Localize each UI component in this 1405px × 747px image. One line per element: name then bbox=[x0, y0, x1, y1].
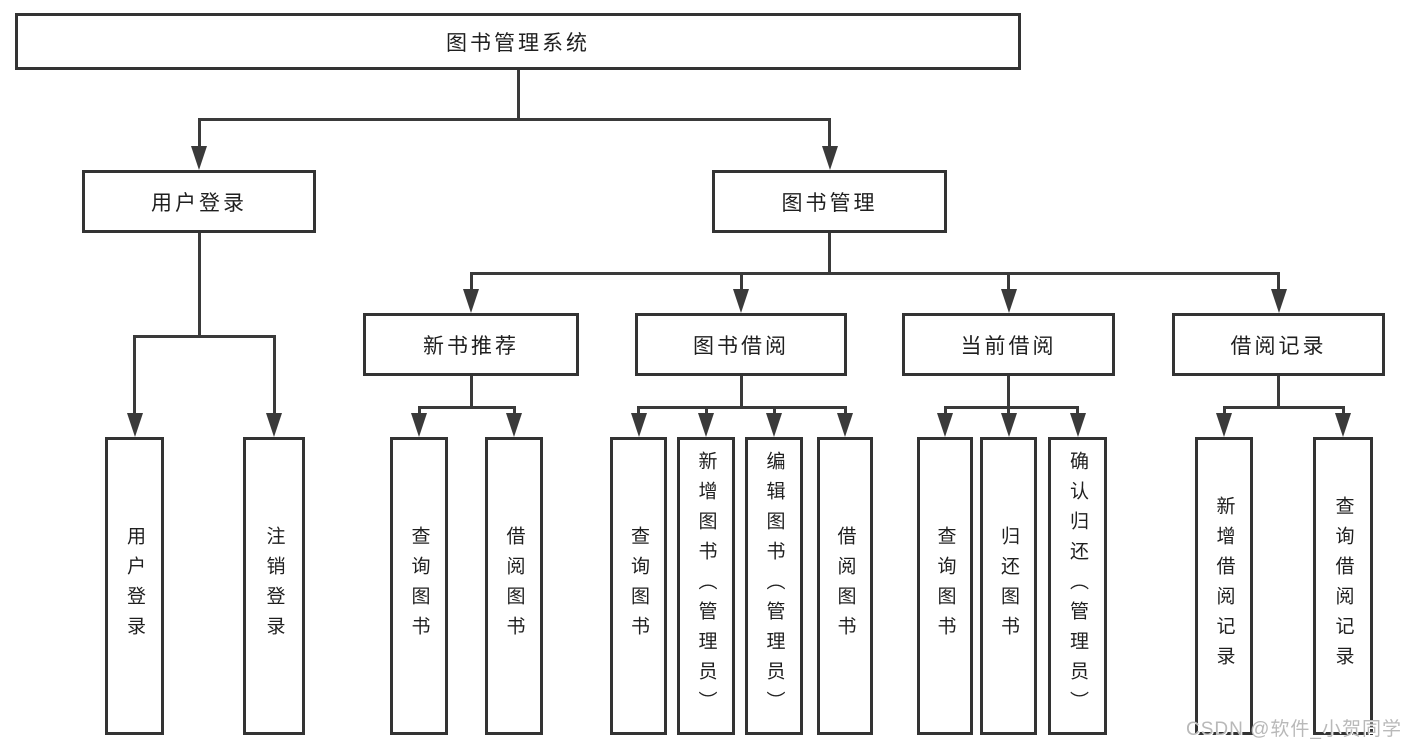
connector-arrowhead-down-icon bbox=[266, 413, 282, 437]
connector-line bbox=[1007, 406, 1010, 415]
diagram-node-user-login: 用户登录 bbox=[82, 170, 316, 233]
connector-line bbox=[943, 406, 947, 415]
connector-arrowhead-down-icon bbox=[937, 413, 953, 437]
diagram-node-cb-confirm-return: 确认归还（管理员） bbox=[1048, 437, 1107, 735]
connector-line bbox=[843, 406, 847, 415]
connector-line bbox=[704, 406, 708, 415]
connector-line bbox=[1076, 406, 1079, 415]
connector-line bbox=[272, 335, 276, 415]
diagram-node-br-add-record: 新增借阅记录 bbox=[1195, 437, 1253, 735]
diagram-node-nb-borrow-book: 借阅图书 bbox=[485, 437, 543, 735]
connector-arrowhead-down-icon bbox=[1270, 289, 1287, 313]
connector-line bbox=[133, 335, 136, 415]
connector-arrowhead-down-icon bbox=[1216, 413, 1232, 437]
connector-line bbox=[417, 406, 421, 415]
connector-arrowhead-down-icon bbox=[1069, 413, 1086, 437]
connector-arrowhead-down-icon bbox=[733, 289, 749, 313]
connector-arrowhead-down-icon bbox=[1000, 413, 1017, 437]
connector-line bbox=[197, 118, 201, 148]
diagram-node-book-mgmt: 图书管理 bbox=[712, 170, 947, 233]
diagram-node-book-borrow: 图书借阅 bbox=[635, 313, 847, 376]
diagram-node-cb-query-book: 查询图书 bbox=[917, 437, 973, 735]
connector-line bbox=[133, 335, 276, 338]
diagram-node-new-book-rec: 新书推荐 bbox=[363, 313, 579, 376]
connector-line bbox=[1007, 376, 1010, 409]
diagram-node-br-query-record: 查询借阅记录 bbox=[1313, 437, 1373, 735]
diagram-node-bb-add-book: 新增图书（管理员） bbox=[677, 437, 735, 735]
connector-arrowhead-down-icon bbox=[411, 413, 427, 437]
connector-arrowhead-down-icon bbox=[126, 413, 143, 437]
connector-arrowhead-down-icon bbox=[1000, 289, 1017, 313]
connector-line bbox=[516, 70, 520, 121]
connector-line bbox=[417, 406, 516, 409]
diagram-node-root: 图书管理系统 bbox=[15, 13, 1021, 70]
diagram-node-nb-query-book: 查询图书 bbox=[390, 437, 448, 735]
connector-line bbox=[1007, 272, 1010, 291]
connector-arrowhead-down-icon bbox=[837, 413, 853, 437]
connector-line bbox=[1341, 406, 1345, 415]
connector-arrowhead-down-icon bbox=[1335, 413, 1351, 437]
connector-line bbox=[739, 272, 743, 291]
connector-arrowhead-down-icon bbox=[506, 413, 522, 437]
connector-line bbox=[1222, 406, 1226, 415]
connector-arrowhead-down-icon bbox=[191, 146, 207, 170]
diagram-node-bb-query-book: 查询图书 bbox=[610, 437, 667, 735]
connector-arrowhead-down-icon bbox=[766, 413, 782, 437]
connector-line bbox=[772, 406, 776, 415]
csdn-watermark: CSDN @软件_小贺同学 bbox=[1186, 719, 1402, 740]
diagram-node-cb-return-book: 归还图书 bbox=[980, 437, 1037, 735]
connector-line bbox=[637, 406, 640, 415]
connector-arrowhead-down-icon bbox=[698, 413, 714, 437]
diagram-node-bb-edit-book: 编辑图书（管理员） bbox=[745, 437, 803, 735]
connector-line bbox=[1277, 272, 1280, 291]
connector-line bbox=[637, 406, 847, 409]
connector-line bbox=[197, 118, 831, 121]
diagram-node-borrow-records: 借阅记录 bbox=[1172, 313, 1385, 376]
connector-line bbox=[469, 272, 1280, 275]
connector-line bbox=[1222, 406, 1345, 409]
diagram-node-bb-borrow-book: 借阅图书 bbox=[817, 437, 873, 735]
connector-line bbox=[512, 406, 516, 415]
diagram-node-login: 用户登录 bbox=[105, 437, 164, 735]
connector-arrowhead-down-icon bbox=[463, 289, 479, 313]
connector-line bbox=[469, 272, 473, 291]
connector-line bbox=[469, 376, 473, 409]
connector-line bbox=[739, 376, 743, 409]
connector-line bbox=[828, 118, 831, 148]
connector-line bbox=[1277, 376, 1280, 409]
connector-line bbox=[197, 233, 201, 338]
diagram-node-current-borrow: 当前借阅 bbox=[902, 313, 1115, 376]
diagram-node-logout: 注销登录 bbox=[243, 437, 305, 735]
connector-arrowhead-down-icon bbox=[821, 146, 838, 170]
connector-arrowhead-down-icon bbox=[630, 413, 647, 437]
connector-line bbox=[943, 406, 1079, 409]
connector-line bbox=[828, 233, 831, 275]
